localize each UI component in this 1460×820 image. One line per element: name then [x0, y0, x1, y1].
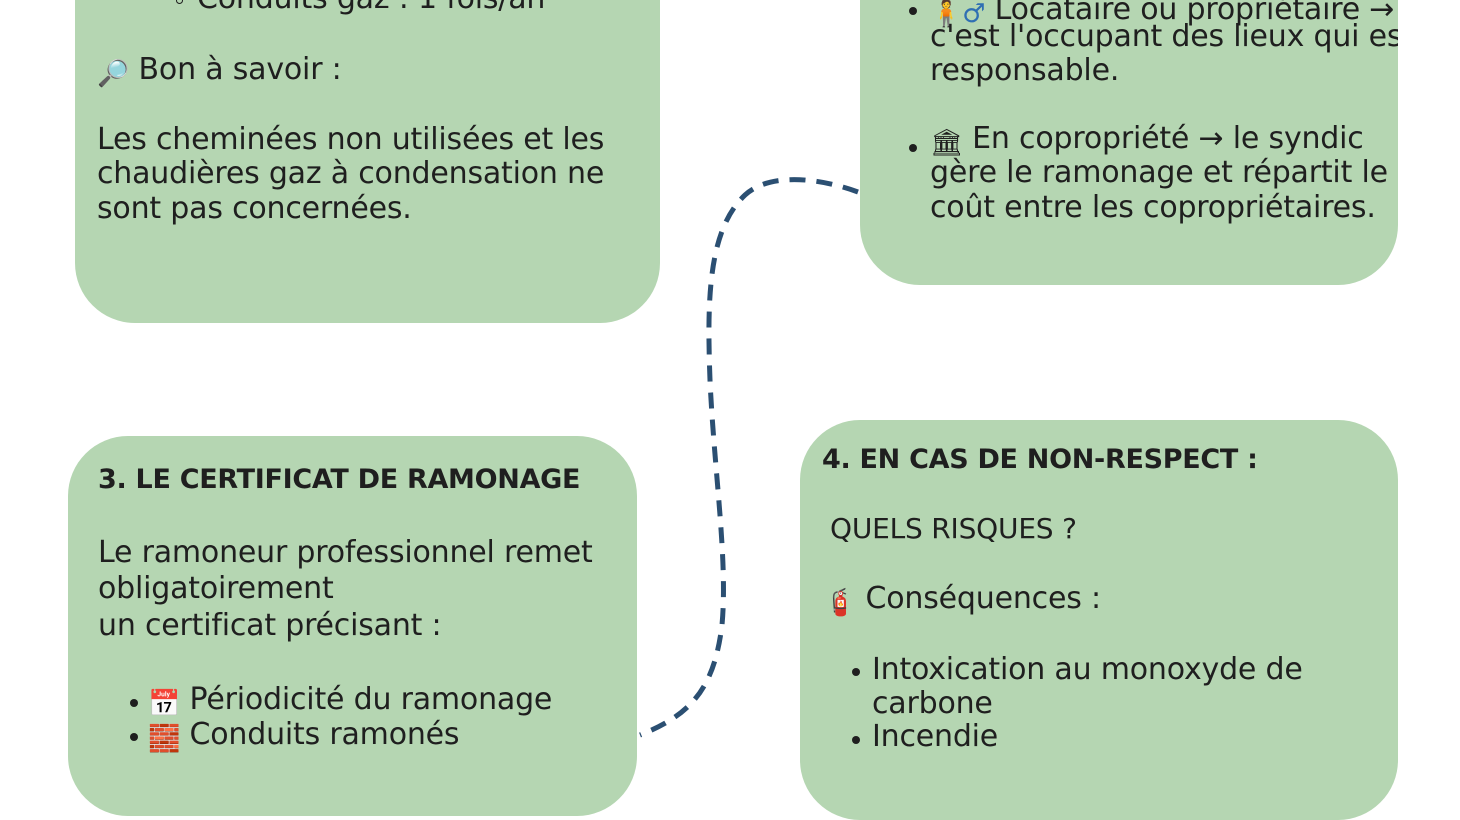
list-item-line: responsable.	[930, 53, 1120, 88]
tip-label: Bon à savoir :	[138, 52, 342, 87]
intro-line: Le ramoneur professionnel remet	[98, 535, 593, 570]
fire-extinguisher-icon: 🧯	[824, 588, 857, 618]
list-item-occupant: 🧍♂ Locataire ou propriétaire →	[930, 0, 1394, 27]
dashed-connector-path	[639, 177, 859, 738]
sub-item-gas-ducts: Conduits gaz : 1 fois/an	[197, 0, 545, 16]
consequences-heading: 🧯 Conséquences :	[824, 581, 1102, 618]
list-item-line: gère le ramonage et répartit le	[930, 155, 1388, 190]
list-bullet	[130, 733, 138, 741]
card-responsibility: 🧍♂ Locataire ou propriétaire → c'est l'o…	[860, 0, 1398, 285]
list-item-line: Locataire ou propriétaire →	[994, 0, 1395, 27]
consequences-label: Conséquences :	[865, 581, 1102, 616]
dashed-connector	[639, 177, 859, 738]
intro-line: un certificat précisant :	[98, 608, 442, 643]
list-item-label: Périodicité du ramonage	[189, 682, 553, 717]
tip-line: chaudières gaz à condensation ne	[97, 156, 605, 191]
tip-line: sont pas concernées.	[97, 191, 412, 226]
calendar-icon: 📅	[148, 689, 181, 719]
card-certificate: 3. LE CERTIFICAT DE RAMONAGE Le ramoneur…	[68, 436, 637, 816]
person-icon: 🧍	[930, 0, 963, 29]
sub-bullet	[176, 0, 183, 4]
list-item-periodicity: 📅 Périodicité du ramonage	[148, 682, 553, 719]
list-item-line: Incendie	[872, 719, 999, 754]
list-item-ducts: 🧱 Conduits ramonés	[148, 717, 460, 754]
list-bullet	[909, 7, 917, 15]
risk-heading: QUELS RISQUES ?	[830, 512, 1077, 545]
list-bullet	[852, 668, 860, 676]
brick-icon: 🧱	[148, 724, 181, 754]
tip-heading: 🔎 Bon à savoir :	[97, 52, 342, 89]
card-chimney-frequency: Conduits gaz : 1 fois/an 🔎 Bon à savoir …	[75, 0, 660, 323]
list-item-line: coût entre les copropriétaires.	[930, 190, 1376, 225]
card-title: 3. LE CERTIFICAT DE RAMONAGE	[98, 464, 581, 495]
list-item-line: carbone	[872, 686, 993, 721]
list-item-label: Conduits ramonés	[189, 717, 460, 752]
list-item-line: En copropriété → le syndic	[972, 121, 1364, 156]
list-item-line: c'est l'occupant des lieux qui est	[930, 19, 1398, 54]
list-item-coownership: 🏛 En copropriété → le syndic	[930, 121, 1364, 158]
card-non-compliance: 4. EN CAS DE NON-RESPECT : QUELS RISQUES…	[800, 420, 1398, 820]
list-bullet	[909, 144, 917, 152]
male-sign-icon: ♂	[962, 0, 986, 29]
list-bullet	[852, 736, 860, 744]
tip-line: Les cheminées non utilisées et les	[97, 122, 605, 157]
list-item-line: Intoxication au monoxyde de	[872, 652, 1303, 687]
intro-line: obligatoirement	[98, 571, 334, 606]
building-icon: 🏛	[930, 128, 963, 158]
magnifier-icon: 🔎	[97, 59, 130, 89]
card-title: 4. EN CAS DE NON-RESPECT :	[822, 444, 1258, 475]
list-bullet	[130, 699, 138, 707]
